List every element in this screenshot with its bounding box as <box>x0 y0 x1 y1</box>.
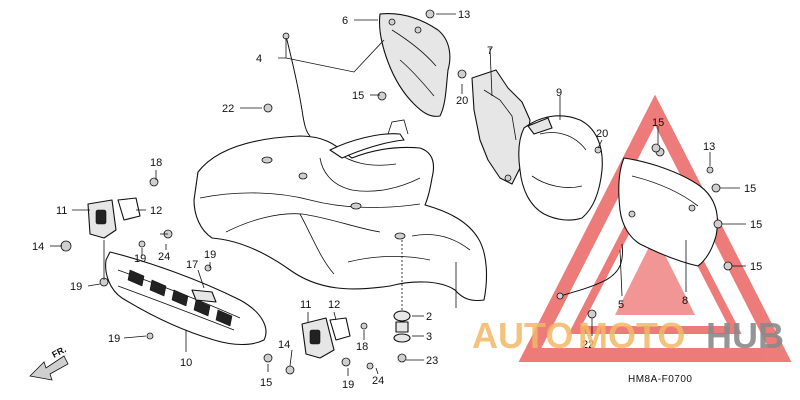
callout-14-a: 14 <box>32 241 44 253</box>
callout-6: 6 <box>342 15 348 27</box>
callout-15-c: 15 <box>744 183 756 195</box>
watermark-word-hub: HUB <box>706 315 784 356</box>
mud-guard-8 <box>618 147 718 267</box>
callout-14-b: 14 <box>278 339 290 351</box>
callout-22-b: 22 <box>582 339 594 351</box>
callout-24-a: 24 <box>158 251 170 263</box>
callout-19-c: 19 <box>70 281 82 293</box>
callout-9: 9 <box>556 87 562 99</box>
callout-19-e: 19 <box>108 333 120 345</box>
watermark-word-moto: MOTO <box>578 315 685 356</box>
callout-4: 4 <box>256 53 262 65</box>
front-direction-indicator: FR. <box>29 344 69 381</box>
callout-24-b: 24 <box>372 375 384 387</box>
diagram-code: HM8A-F0700 <box>628 374 692 385</box>
callout-13-top: 13 <box>458 9 470 21</box>
callout-2: 2 <box>426 311 432 323</box>
headlight-bracket-center <box>301 317 351 359</box>
callout-12-b: 12 <box>328 299 340 311</box>
callout-15-b: 15 <box>652 117 664 129</box>
callout-17: 17 <box>186 259 198 271</box>
callout-15-e: 15 <box>750 261 762 273</box>
callout-12-a: 12 <box>150 205 162 217</box>
callout-15-d: 15 <box>750 219 762 231</box>
front-grille <box>105 251 267 346</box>
callout-15-a: 15 <box>352 90 364 102</box>
callout-18-a: 18 <box>150 157 162 169</box>
callout-5: 5 <box>618 299 624 311</box>
callout-20-b: 20 <box>596 128 608 140</box>
clip-17 <box>191 289 217 303</box>
side-cover-left <box>378 13 451 117</box>
callout-23: 23 <box>426 355 438 367</box>
side-cover-9 <box>518 115 603 221</box>
callout-3: 3 <box>426 331 432 343</box>
headlight-bracket-left <box>87 197 141 239</box>
callout-15-f: 15 <box>260 377 272 389</box>
callout-11-a: 11 <box>56 205 67 217</box>
callout-10: 10 <box>180 357 192 369</box>
watermark-word-auto: AUTO <box>472 315 573 356</box>
callout-19-d: 19 <box>342 379 354 391</box>
callout-19-a: 19 <box>134 253 146 265</box>
callout-20-a: 20 <box>456 95 468 107</box>
callout-11-b: 11 <box>300 299 311 311</box>
rubber-mount <box>393 240 411 343</box>
callout-18-b: 18 <box>356 341 368 353</box>
callout-8: 8 <box>682 295 688 307</box>
leader-lines <box>50 13 746 376</box>
watermark-text: AUTO MOTO HUB <box>472 315 784 356</box>
front-fender <box>193 135 487 302</box>
front-stay-rod <box>282 32 311 137</box>
callout-7: 7 <box>487 45 493 57</box>
callout-labels: 13 6 4 7 15 20 22 9 20 15 13 15 18 11 12… <box>32 9 762 391</box>
callout-22-a: 22 <box>222 103 234 115</box>
fender-top-tab <box>329 133 405 159</box>
callout-19-b: 19 <box>204 249 216 261</box>
callout-13-b: 13 <box>703 141 715 153</box>
